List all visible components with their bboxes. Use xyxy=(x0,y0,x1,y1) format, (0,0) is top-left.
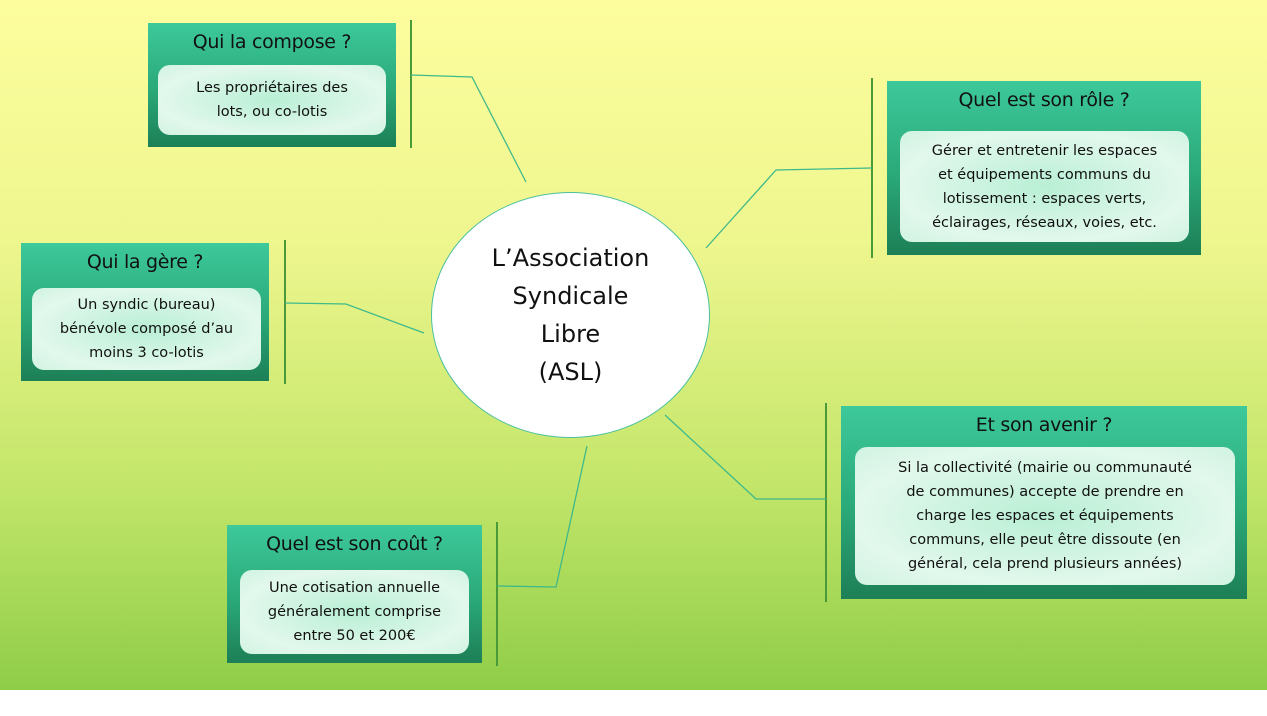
connectors xyxy=(284,20,873,666)
node-title: Quel est son rôle ? xyxy=(958,89,1130,111)
slide-background: L’Association Syndicale Libre (ASL) Qui … xyxy=(0,0,1267,690)
node-cost: Quel est son coût ? Une cotisation annue… xyxy=(227,525,482,663)
node-title: Qui la gère ? xyxy=(86,251,204,273)
connector-line xyxy=(664,414,826,500)
node-text: Si la collectivité (mairie ou communauté… xyxy=(855,447,1235,585)
center-node: L’Association Syndicale Libre (ASL) xyxy=(431,192,710,438)
connector-line xyxy=(410,74,527,183)
connector-line xyxy=(496,445,588,588)
node-title: Quel est son coût ? xyxy=(266,533,443,555)
node-text: Les propriétaires des lots, ou co-lotis xyxy=(158,65,386,135)
node-future: Et son avenir ? Si la collectivité (mair… xyxy=(841,406,1247,599)
node-text: Gérer et entretenir les espaces et équip… xyxy=(900,131,1189,242)
node-title: Et son avenir ? xyxy=(975,414,1113,436)
node-management: Qui la gère ? Un syndic (bureau) bénévol… xyxy=(21,243,269,381)
connector-line xyxy=(284,302,425,334)
node-title: Qui la compose ? xyxy=(192,31,352,53)
node-text: Une cotisation annuelle généralement com… xyxy=(240,570,469,654)
node-composition: Qui la compose ? Les propriétaires des l… xyxy=(148,23,396,147)
node-role: Quel est son rôle ? Gérer et entretenir … xyxy=(887,81,1201,255)
node-text: Un syndic (bureau) bénévole composé d’au… xyxy=(32,288,261,370)
connector-line xyxy=(705,167,873,249)
